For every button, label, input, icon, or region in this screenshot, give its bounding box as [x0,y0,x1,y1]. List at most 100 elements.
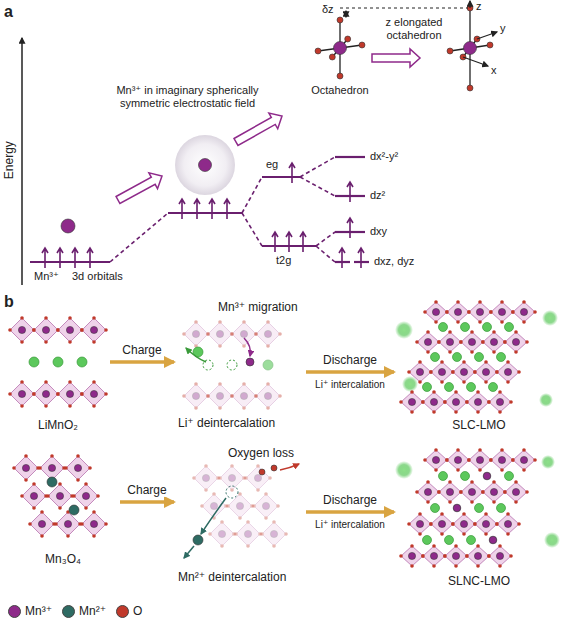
oxygen-atom [456,320,460,324]
octahedron-face [74,484,98,508]
manganese-atom [512,338,519,345]
oxygen-atom [244,476,248,480]
oxygen-atom [522,300,526,304]
oxygen-atom [459,490,463,494]
energy-level [30,261,110,263]
octahedron-face [401,392,423,412]
octahedron-face [22,484,46,508]
oxygen-atom [434,320,438,324]
process-arrow [120,500,174,504]
octahedron-face [417,332,439,352]
oxygen-atom [415,340,419,344]
deintercalation-arrow [201,498,226,534]
oxygen-atom [467,85,473,91]
oxygen-atom [206,394,210,398]
octahedron-face [58,318,82,342]
oxygen-atom [20,494,24,498]
lithium-ion [475,353,484,362]
oxygen-atom [467,310,471,314]
manganese-atom [416,520,423,527]
orbital-label: dx²-y² [370,150,398,163]
oxygen-atom [440,532,444,536]
manganese-atom [468,488,475,495]
oxygen-atom [522,448,526,452]
oxygen-atom [230,394,234,398]
lithium-glow [541,455,555,469]
manganese-atom [216,330,223,337]
oxygen-atom [443,554,447,558]
oxygen-atom [423,458,427,462]
oxygen-atom [456,300,460,304]
electron-spin [339,248,345,268]
shape-label: Octahedron [310,84,370,97]
oxygen-atom [80,522,84,526]
oxygen-atom [254,332,258,336]
oxygen-atom [20,404,24,408]
oxygen-atom [434,300,438,304]
lithium-glow [395,461,413,479]
oxygen-atom [88,466,92,470]
octahedron-face [445,546,467,566]
manganese-atom [202,474,209,481]
octahedron-face [439,482,461,502]
oxygen-atom [509,554,513,558]
oxygen-atom [470,350,474,354]
electron-spin [179,199,185,219]
oxygen-atom [484,532,488,536]
oxygen-atom [264,492,268,496]
oxygen-atom [206,332,210,336]
migration-arrow [244,338,250,356]
mno6-octahedron [503,480,529,504]
oxygen-atom [484,380,488,384]
mno6-octahedron [230,320,258,348]
oxygen-atom [511,458,515,462]
oxygen-atom [473,370,477,374]
oxygen-atom [246,520,250,524]
mno6-octahedron [511,300,537,324]
oxygen-atom [407,522,411,526]
oxygen-atom [495,370,499,374]
lithium-glow [539,393,553,407]
oxygen-atom [58,482,62,486]
oxygen-atom [511,310,515,314]
oxygen-atom [489,458,493,462]
oxygen-atom [271,465,277,471]
mno6-octahedron [451,512,477,536]
oxygen-atom [503,490,507,494]
manganese-atom [496,552,503,559]
manganese-atom [408,398,415,405]
oxygen-atom [467,310,471,314]
octahedron-face [82,318,106,342]
oxygen-atom [487,400,491,404]
octahedron-face [425,302,447,322]
octahedron-face [461,482,483,502]
oxygen-atom [254,394,258,398]
oxygen-atom [525,490,529,494]
oxygen-atom [24,454,28,458]
oxygen-atom [421,400,425,404]
electron-spin [194,199,200,219]
oxygen-atom [359,42,365,48]
oxygen-atom [40,534,44,538]
oxygen-atom [426,330,430,334]
oxygen-atom [32,506,36,510]
manganese-atom [424,488,431,495]
manganese-atom [42,326,49,333]
oxygen-atom [487,554,491,558]
oxygen-atom [437,490,441,494]
process-label: Discharge [321,493,379,507]
mno6-octahedron [28,510,56,538]
oxygen-atom [56,328,60,332]
process-label: Charge [120,343,163,357]
mno6-octahedron [445,448,471,472]
displacement-label: δz [322,3,334,16]
oxygen-atom [429,522,433,526]
legend-swatch [116,605,129,618]
mno6-octahedron [429,512,455,536]
manganese-atom [264,330,271,337]
manganese-atom [22,464,29,471]
oxygen-atom [473,522,477,526]
oxygen-atom [470,500,474,504]
oxygen-atom [451,370,455,374]
